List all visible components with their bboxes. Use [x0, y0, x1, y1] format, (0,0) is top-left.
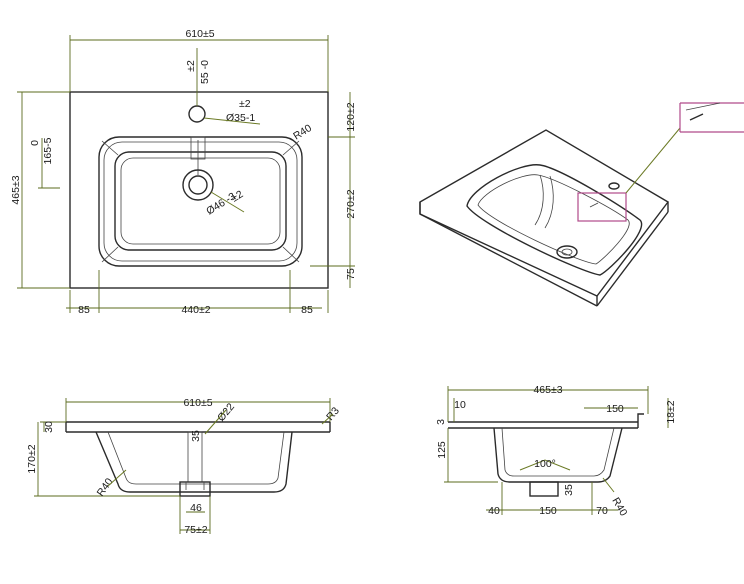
corner-line	[101, 140, 119, 156]
slope-angle: 100°	[534, 458, 556, 470]
countertop-outline	[69, 91, 329, 289]
basin-inner	[114, 151, 287, 251]
front-section: 610±5 Ø22 R3 30 170±2 R40 35 46 75±2	[26, 397, 342, 536]
dim-side-depth: 465±3	[533, 384, 562, 396]
dim-drain-width: 46	[190, 502, 202, 514]
detail-edge	[685, 102, 721, 111]
bowl-radius-leader	[107, 469, 127, 487]
dim-tap-offset-tol: ±2	[185, 60, 197, 72]
iso-drain-inner	[561, 248, 573, 256]
dim-bowl-height: 125	[436, 441, 448, 459]
dim-side-bottom-left: 40	[488, 505, 500, 517]
basin-outer	[98, 136, 303, 267]
dim-depth: 465±3	[10, 175, 22, 204]
edge-leader	[321, 413, 334, 425]
side-bowl-inner	[501, 427, 615, 477]
basin-rim	[103, 141, 298, 262]
tap-hole	[188, 105, 206, 123]
detail-slot	[589, 202, 599, 208]
corner-line	[101, 246, 119, 263]
drain-outer	[182, 169, 214, 201]
side-section: 465±3 3 10 150 18±2 125 100° 35 R40 40 1…	[435, 384, 677, 518]
iso-basin-outer	[466, 164, 643, 276]
tap-leader	[203, 117, 261, 125]
dim-drain-outer: 75±2	[184, 524, 207, 536]
dim-left-offset-a: 0	[29, 140, 41, 146]
iso-drain	[556, 245, 578, 259]
side-radius-leader	[602, 477, 615, 493]
front-bowl	[95, 431, 293, 493]
iso-right-edge	[596, 211, 669, 307]
iso-front-edge	[419, 213, 598, 307]
dim-bottom-left: 85	[78, 304, 90, 316]
dim-front-width: 610±5	[183, 397, 212, 409]
dim-lip-height: 18±2	[665, 400, 677, 423]
side-back-lip	[637, 413, 644, 428]
dim-right-mid: 270±2	[345, 189, 357, 218]
dim-side-bottom-mid: 150	[539, 505, 557, 517]
corner-line	[282, 246, 300, 263]
drain-leader	[210, 191, 245, 213]
iso-basin-wall	[534, 174, 544, 226]
slope-marker	[519, 459, 571, 471]
dim-thickness-b: 10	[454, 399, 466, 411]
side-bowl	[493, 427, 623, 483]
bowl-radius: R40	[95, 476, 116, 499]
detail-box	[577, 192, 627, 222]
corner-radius: R40	[291, 122, 314, 142]
basin-floor	[120, 157, 281, 245]
dim-side-bottom-right: 70	[596, 505, 608, 517]
dim-slab-thickness: 30	[43, 421, 55, 433]
side-overflow-depth: 35	[563, 484, 575, 496]
detail-leader	[625, 127, 681, 194]
overflow-dia: Ø22	[215, 401, 237, 424]
front-drain	[179, 481, 211, 497]
iso-basin-wall	[544, 175, 554, 229]
dim-right-top: 120±2	[345, 102, 357, 131]
drain-dia-tol: ±2	[229, 188, 245, 204]
dim-width: 610±5	[185, 28, 214, 40]
dim-tap-offset: 55 -0	[199, 60, 211, 84]
side-bowl-radius: R40	[609, 496, 629, 519]
iso-tap-hole	[608, 182, 620, 190]
dim-bottom-right: 85	[301, 304, 313, 316]
top-view: 610±5 ±2 55 -0 ±2 Ø35-1 R40 ±2 Ø46 -3 46…	[10, 28, 357, 316]
dim-bottom-mid: 440±2	[181, 304, 210, 316]
overflow-depth: 35	[190, 430, 202, 442]
dim-back-offset: 150	[606, 403, 624, 415]
dim-front-height: 170±2	[26, 444, 38, 473]
overflow-leader	[204, 409, 227, 435]
dim-right-bottom: 75	[345, 268, 357, 280]
iso-basin-inner	[477, 174, 630, 265]
corner-line	[282, 140, 300, 156]
front-bowl-inner	[107, 431, 285, 485]
drain-inner	[188, 175, 208, 195]
side-drain	[529, 481, 559, 497]
detail-slot-zoom	[689, 113, 704, 121]
dim-left-offset-b: 165-5	[42, 137, 54, 164]
isometric-view	[419, 102, 744, 307]
tap-hole-tol: ±2	[239, 98, 251, 110]
dim-thickness-a: 3	[435, 419, 447, 425]
